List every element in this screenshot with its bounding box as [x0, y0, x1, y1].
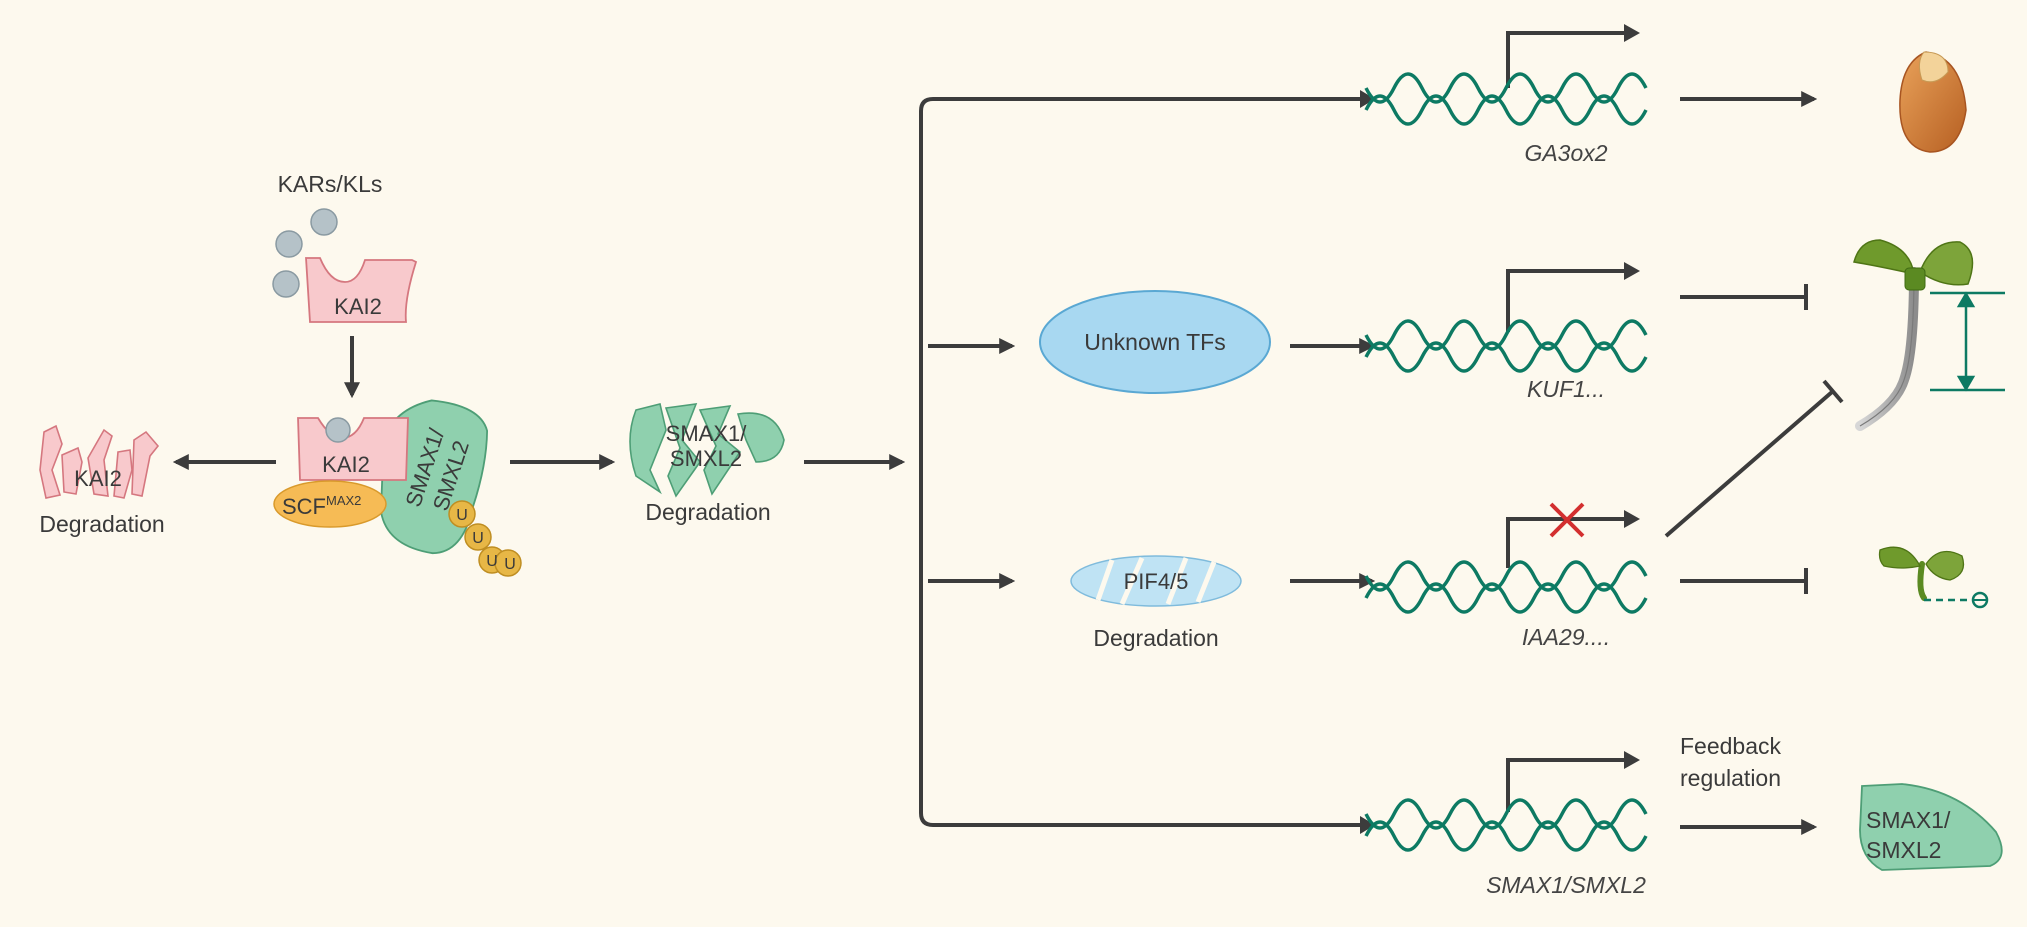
feedback-label-line1: Feedback: [1680, 733, 1782, 759]
hypocotyl-length-indicator: [1930, 291, 2005, 392]
kai2-degraded-fragments: [39, 424, 160, 499]
karrikin-bound: [325, 417, 351, 443]
smax-degraded-label-line2: SMXL2: [670, 446, 742, 471]
unknown-tfs-label: Unknown TFs: [1084, 329, 1225, 355]
scf-max2-complex: SCFMAX2: [273, 480, 387, 528]
kai2-bound-label: KAI2: [322, 452, 370, 477]
gene-kuf1: KUF1...: [1364, 262, 1648, 402]
karrikin-molecules: [272, 208, 338, 298]
ubiquitin-chain: U U U U: [448, 500, 522, 577]
pif45-degradation-label: Degradation: [1093, 625, 1218, 651]
gene-ga3ox2: GA3ox2: [1364, 24, 1648, 166]
smax-degradation-label: Degradation: [645, 499, 770, 525]
arrowhead-ga3ox2: [1360, 90, 1375, 108]
seedling-short-icon: [1878, 546, 1989, 609]
transcription-start-arrow: [1624, 510, 1640, 528]
arrowhead-smax-gene: [1360, 816, 1375, 834]
dna-helix: [1364, 560, 1648, 614]
gene-kuf1-label: KUF1...: [1527, 376, 1605, 402]
scf-label: SCFMAX2: [282, 493, 361, 519]
pif45-node: PIF4/5: [1070, 555, 1242, 607]
feedback-label-line2: regulation: [1680, 765, 1781, 791]
inhibition-iaa29-hypocotyl: [1664, 379, 1844, 538]
gene-iaa29: IAA29....: [1364, 502, 1648, 650]
kai2-degradation-label: Degradation: [39, 511, 164, 537]
dna-helix: [1364, 798, 1648, 852]
gene-iaa29-label: IAA29....: [1522, 624, 1610, 650]
pif45-label: PIF4/5: [1124, 569, 1189, 594]
ubiquitin-label: U: [504, 556, 516, 573]
inhibition-kuf1-hypocotyl: [1680, 284, 1808, 310]
transcription-start-arrow: [1624, 24, 1640, 42]
repression-cross-icon: [1549, 502, 1585, 538]
smax-degraded-label-line1: SMAX1/: [666, 421, 748, 446]
inhibition-iaa29-root: [1680, 568, 1808, 594]
transcription-start-arrow: [1624, 751, 1640, 769]
kai2-receptor-bound: KAI2: [297, 417, 409, 481]
smax-degraded-fragments: [629, 403, 785, 498]
ubiquitin-label: U: [472, 530, 484, 547]
kars-kls-label: KARs/KLs: [278, 171, 383, 197]
gene-smax-smxl2-label: SMAX1/SMXL2: [1486, 872, 1646, 898]
transcription-start-arrow: [1624, 262, 1640, 280]
smax-output-label-line2: SMXL2: [1866, 837, 1941, 863]
branch-bracket: [919, 97, 1372, 827]
dna-helix: [1364, 72, 1648, 126]
unknown-tfs-node: Unknown TFs: [1039, 290, 1271, 394]
dna-helix: [1364, 319, 1648, 373]
seed-icon: [1899, 51, 1967, 153]
gene-smax-smxl2: SMAX1/SMXL2: [1364, 751, 1648, 898]
ubiquitin-label: U: [456, 507, 468, 524]
kai2-receptor-free: KAI2: [305, 257, 418, 323]
kai2-label: KAI2: [334, 294, 382, 319]
ubiquitin-label: U: [486, 553, 498, 570]
seedling-elongated-icon: [1853, 239, 1974, 431]
kai2-degraded-label: KAI2: [74, 466, 122, 491]
smax-protein-output: SMAX1/ SMXL2: [1859, 783, 2003, 871]
gene-ga3ox2-label: GA3ox2: [1524, 140, 1607, 166]
smax-output-label-line1: SMAX1/: [1866, 807, 1951, 833]
